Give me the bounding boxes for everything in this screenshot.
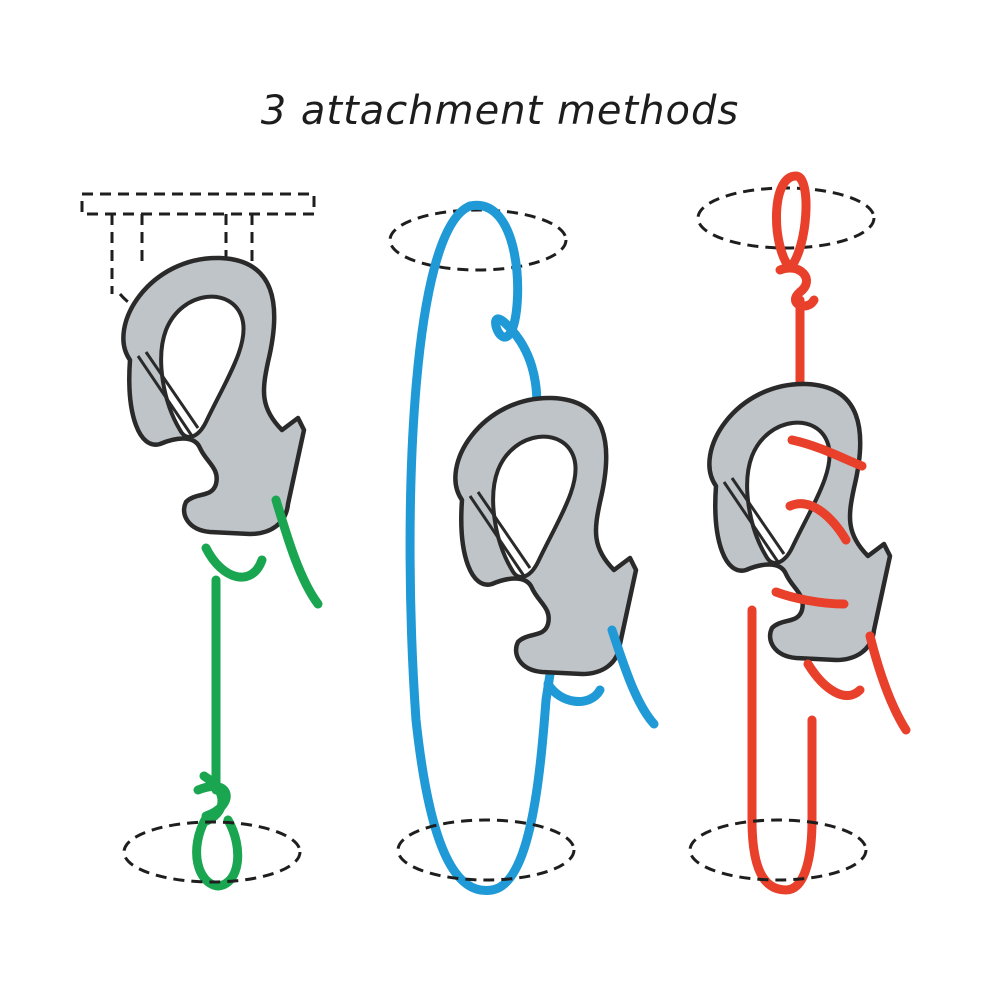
- dashed-bar-top-3: [696, 186, 876, 250]
- method-2-rope-wrap: [543, 625, 659, 729]
- dashed-bar-bottom-3: [688, 818, 868, 882]
- dashed-bracket-top: [80, 192, 316, 216]
- method-1-rope: [122, 495, 323, 891]
- dashed-bar-top-2: [388, 208, 568, 272]
- method-2-rope-loop: [405, 201, 565, 895]
- carabiner-hook-icon: [709, 384, 890, 660]
- diagram-title: 3 attachment methods: [260, 88, 740, 134]
- carabiner-hook-icon: [123, 258, 304, 534]
- dashed-bar-bottom-2: [396, 818, 576, 882]
- dashed-bracket-legs: [110, 214, 254, 294]
- method-3-rope-wraps: [747, 435, 911, 895]
- dashed-bar-bottom-1: [122, 820, 302, 884]
